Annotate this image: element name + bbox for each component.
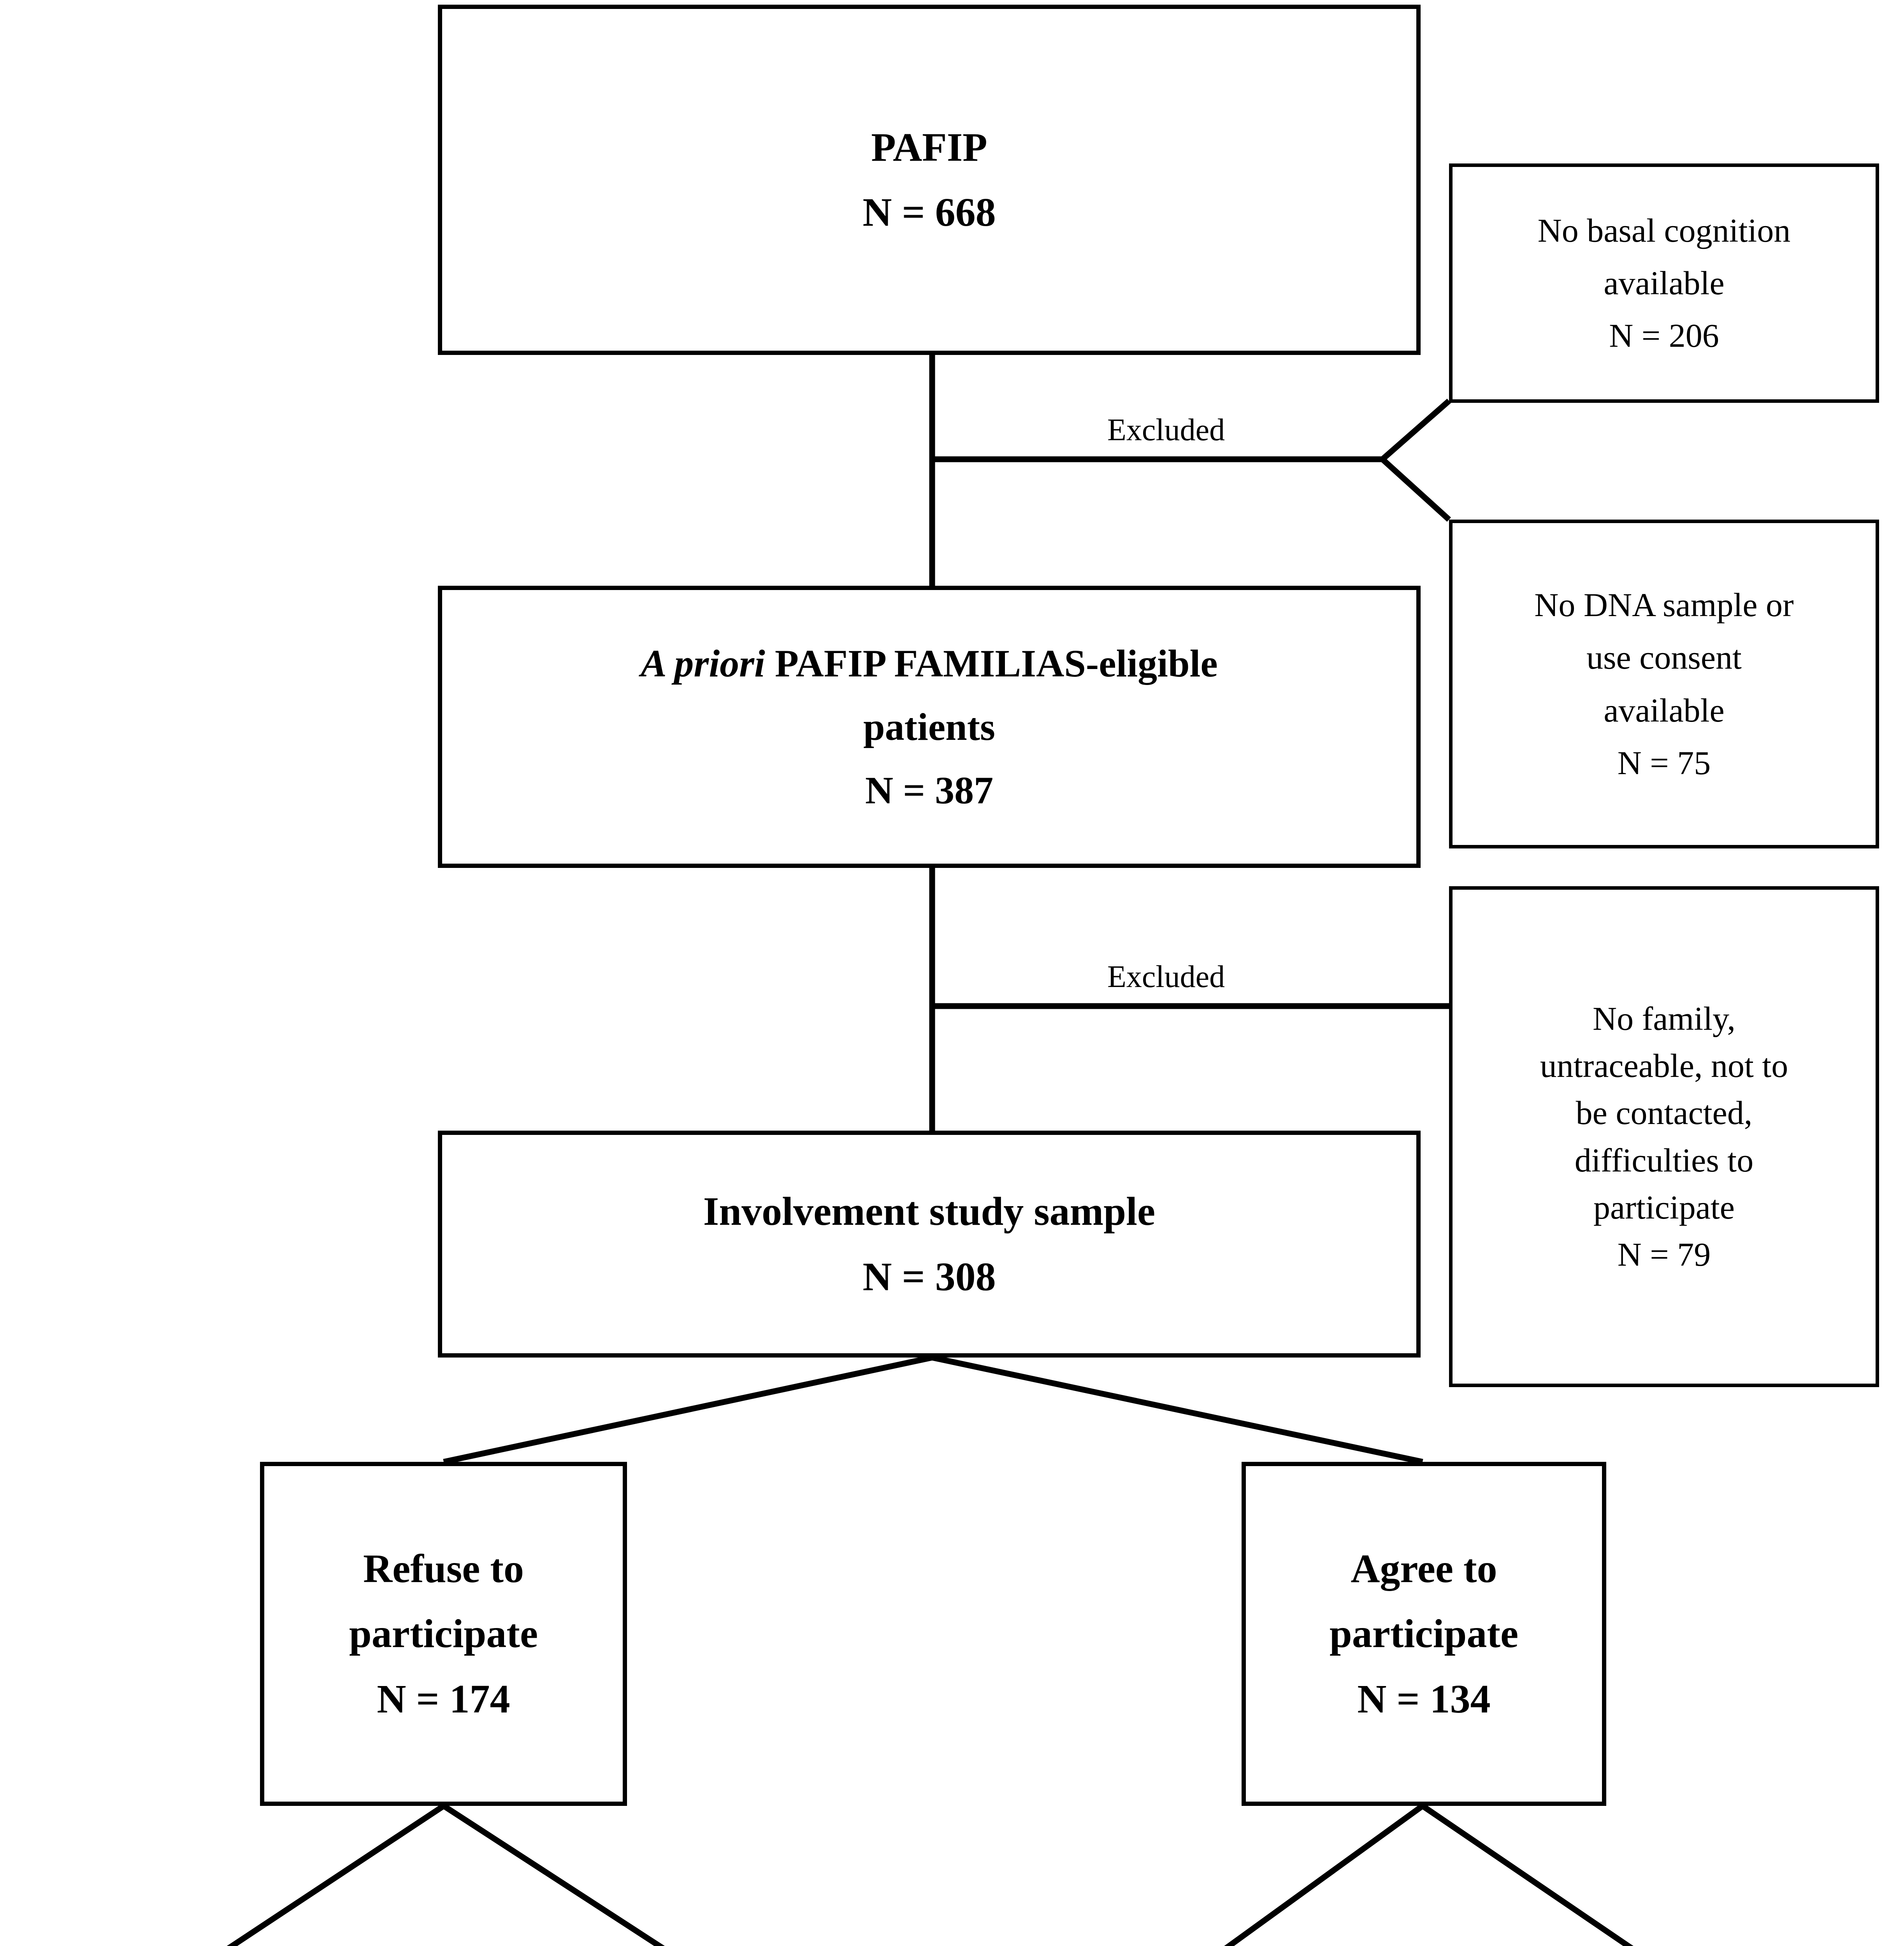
exclusion-2-line-2: use consent <box>1586 639 1742 676</box>
exclusion-3-line-2: untraceable, not to <box>1540 1047 1788 1085</box>
node-apriori-title: A priori PAFIP FAMILIAS-eligible <box>641 643 1217 684</box>
connector-refuse-to-women <box>442 1803 665 1946</box>
node-agree-line-2: participate <box>1329 1611 1519 1656</box>
node-refuse-count: N = 174 <box>377 1676 510 1721</box>
node-apriori-count: N = 387 <box>865 769 994 812</box>
node-agree-count: N = 134 <box>1357 1676 1491 1721</box>
exclusion-3-count: N = 79 <box>1617 1235 1711 1273</box>
connector-agree-to-women <box>1421 1803 1634 1946</box>
exclusion-1-line-2: available <box>1604 264 1725 302</box>
node-refuse-line-2: participate <box>349 1611 538 1656</box>
node-pafip-count: N = 668 <box>862 190 996 235</box>
edge-label-excluded-1: Excluded <box>1107 413 1225 447</box>
exclusion-3-line-1: No family, <box>1592 1000 1735 1038</box>
exclusion-1-line-1: No basal cognition <box>1537 211 1791 249</box>
node-agree-to-participate[interactable]: Agree to participate N = 134 <box>1242 1462 1606 1806</box>
exclusion-3-line-3: be contacted, <box>1576 1094 1753 1132</box>
node-exclusion-no-dna-sample[interactable]: No DNA sample or use consent available N… <box>1449 520 1879 848</box>
exclusion-1-count: N = 206 <box>1609 317 1719 355</box>
exclusion-3-line-5: participate <box>1593 1188 1735 1226</box>
connector-excluded1-lower-arm <box>1380 457 1451 522</box>
node-apriori-line-2: patients <box>863 705 995 748</box>
connector-involvement-to-refuse <box>443 1354 933 1465</box>
node-exclusion-no-basal-cognition[interactable]: No basal cognition available N = 206 <box>1449 163 1879 403</box>
connector-involvement-to-agree <box>931 1354 1423 1465</box>
node-refuse-to-participate[interactable]: Refuse to participate N = 174 <box>260 1462 627 1806</box>
node-involvement-title: Involvement study sample <box>703 1189 1156 1234</box>
exclusion-2-count: N = 75 <box>1617 744 1711 782</box>
exclusion-2-line-1: No DNA sample or <box>1534 586 1794 624</box>
node-apriori-eligible[interactable]: A priori PAFIP FAMILIAS-eligible patient… <box>438 586 1421 868</box>
node-pafip-title: PAFIP <box>871 125 987 170</box>
connector-refuse-to-men <box>227 1803 446 1946</box>
node-apriori-italic: A priori <box>641 642 765 685</box>
node-refuse-line-1: Refuse to <box>363 1546 524 1591</box>
node-involvement-study-sample[interactable]: Involvement study sample N = 308 <box>438 1131 1421 1358</box>
edge-label-excluded-2: Excluded <box>1107 960 1225 994</box>
node-exclusion-no-family[interactable]: No family, untraceable, not to be contac… <box>1449 886 1879 1387</box>
node-agree-line-1: Agree to <box>1351 1546 1497 1591</box>
connector-excluded1-upper-arm <box>1381 399 1451 462</box>
connector-agree-to-men <box>1224 1803 1424 1946</box>
exclusion-3-line-4: difficulties to <box>1574 1141 1754 1179</box>
node-apriori-rest: PAFIP FAMILIAS-eligible <box>765 642 1218 685</box>
node-pafip[interactable]: PAFIP N = 668 <box>438 5 1421 355</box>
exclusion-2-line-3: available <box>1604 691 1725 729</box>
node-involvement-count: N = 308 <box>862 1254 996 1299</box>
